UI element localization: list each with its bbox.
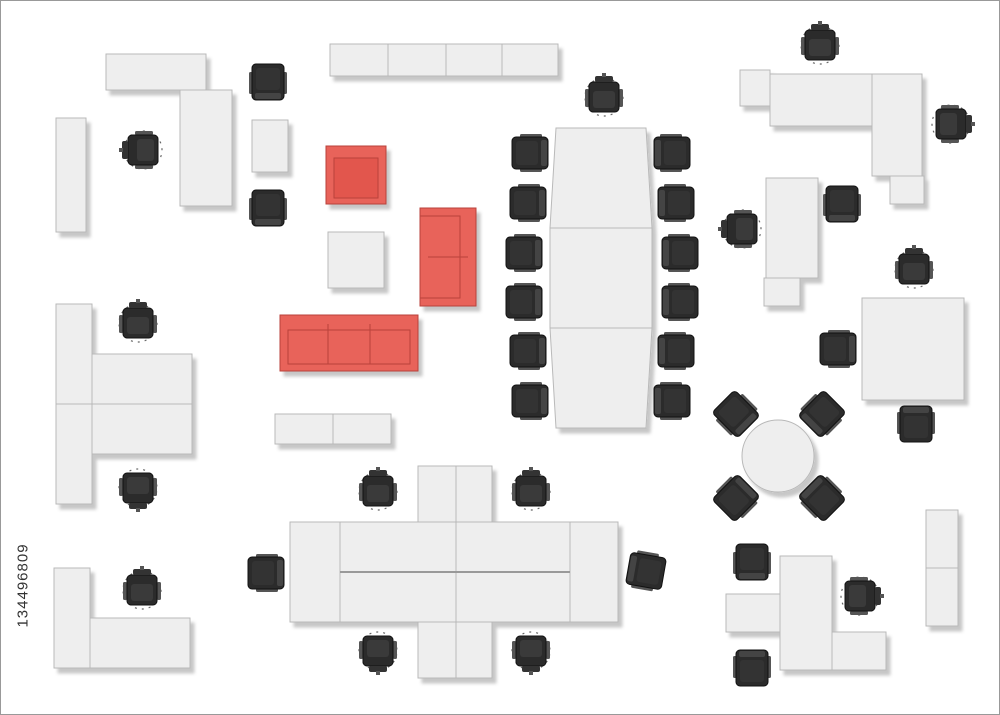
workstation-top-left	[55, 53, 289, 233]
office-chair-icon	[800, 20, 840, 65]
office-chair-icon	[931, 104, 976, 144]
square-table	[861, 297, 965, 401]
office-chair-icon	[657, 331, 695, 371]
office-chair-icon	[584, 72, 624, 117]
office-chair-icon	[505, 282, 543, 322]
coffee-table	[327, 231, 385, 289]
cabinet-icon	[55, 303, 93, 405]
desk-icon	[105, 53, 207, 91]
workstation-bottom-left	[53, 567, 191, 669]
sofa-icon	[279, 314, 419, 372]
office-chair-icon	[819, 329, 857, 369]
desk-icon	[289, 521, 341, 623]
office-chair-icon	[118, 130, 163, 170]
desk-icon	[455, 465, 493, 523]
office-chair-icon	[657, 183, 695, 223]
office-chair-icon	[717, 209, 762, 249]
armchair-icon	[325, 145, 387, 205]
office-chair-icon	[511, 466, 551, 511]
office-chair-icon	[624, 548, 668, 594]
office-chair-icon	[840, 576, 885, 616]
office-chair-icon	[822, 185, 862, 223]
office-chair-icon	[247, 553, 285, 593]
stock-image-id: 134496809	[8, 470, 38, 700]
office-chair-icon	[509, 331, 547, 371]
sofa-icon	[419, 207, 477, 307]
office-chair-icon	[511, 631, 551, 676]
cabinet-icon	[55, 403, 93, 505]
office-chair-icon	[894, 244, 934, 289]
stock-image-id-text: 134496809	[14, 542, 32, 628]
office-chair-icon	[118, 468, 158, 513]
cabinet-icon	[739, 69, 771, 107]
desk-icon	[339, 521, 457, 573]
workstation-top-right	[739, 69, 925, 205]
office-chair-icon	[118, 298, 158, 343]
desk-icon	[871, 73, 923, 177]
workstation-right-middle	[763, 177, 819, 307]
lounge-area	[274, 145, 477, 445]
desk-icon	[339, 571, 457, 623]
office-chair-icon	[896, 405, 936, 443]
office-chair-icon	[653, 133, 691, 173]
desk-icon	[725, 593, 781, 633]
cabinet-row-top	[329, 43, 559, 77]
desk-icon	[765, 177, 819, 279]
office-chair-icon	[248, 189, 288, 227]
desk-icon	[417, 465, 457, 523]
office-chair-icon	[661, 282, 699, 322]
round-table-icon	[741, 419, 815, 493]
desk-icon	[831, 631, 887, 671]
cabinet-icon	[55, 117, 87, 233]
desk-icon	[455, 571, 571, 623]
workstation-left-middle	[55, 303, 193, 505]
desk-icon	[91, 403, 193, 455]
desk-icon	[455, 621, 493, 679]
office-chair-icon	[732, 649, 772, 687]
office-chair-icon	[511, 133, 549, 173]
cabinet-icon	[925, 509, 959, 569]
desk-icon	[455, 521, 571, 573]
desk-icon	[179, 89, 233, 207]
desk-icon	[91, 353, 193, 405]
office-chair-icon	[248, 63, 288, 101]
desk-icon	[417, 621, 457, 679]
conference-table-icon	[549, 127, 653, 429]
cabinet-icon	[763, 277, 801, 307]
office-chair-icon	[653, 381, 691, 421]
desk-icon	[779, 555, 833, 671]
cabinet-icon	[332, 413, 392, 445]
cabinet-icon	[925, 567, 959, 627]
desk-icon	[769, 73, 875, 127]
office-chair-icon	[732, 543, 772, 581]
office-chair-icon	[509, 183, 547, 223]
workstation-cluster-bottom	[289, 465, 619, 679]
desk-icon	[569, 521, 619, 623]
cabinet-icon	[53, 567, 91, 669]
office-chair-icon	[358, 466, 398, 511]
office-chair-icon	[505, 233, 543, 273]
cabinet-icon	[274, 413, 334, 445]
office-chair-icon	[511, 381, 549, 421]
office-chair-icon	[122, 565, 162, 610]
cabinet-icon	[889, 175, 925, 205]
office-chair-icon	[661, 233, 699, 273]
desk-icon	[89, 617, 191, 669]
cabinet-icon	[251, 119, 289, 173]
workstation-bottom-right	[725, 509, 959, 671]
office-chair-icon	[358, 631, 398, 676]
